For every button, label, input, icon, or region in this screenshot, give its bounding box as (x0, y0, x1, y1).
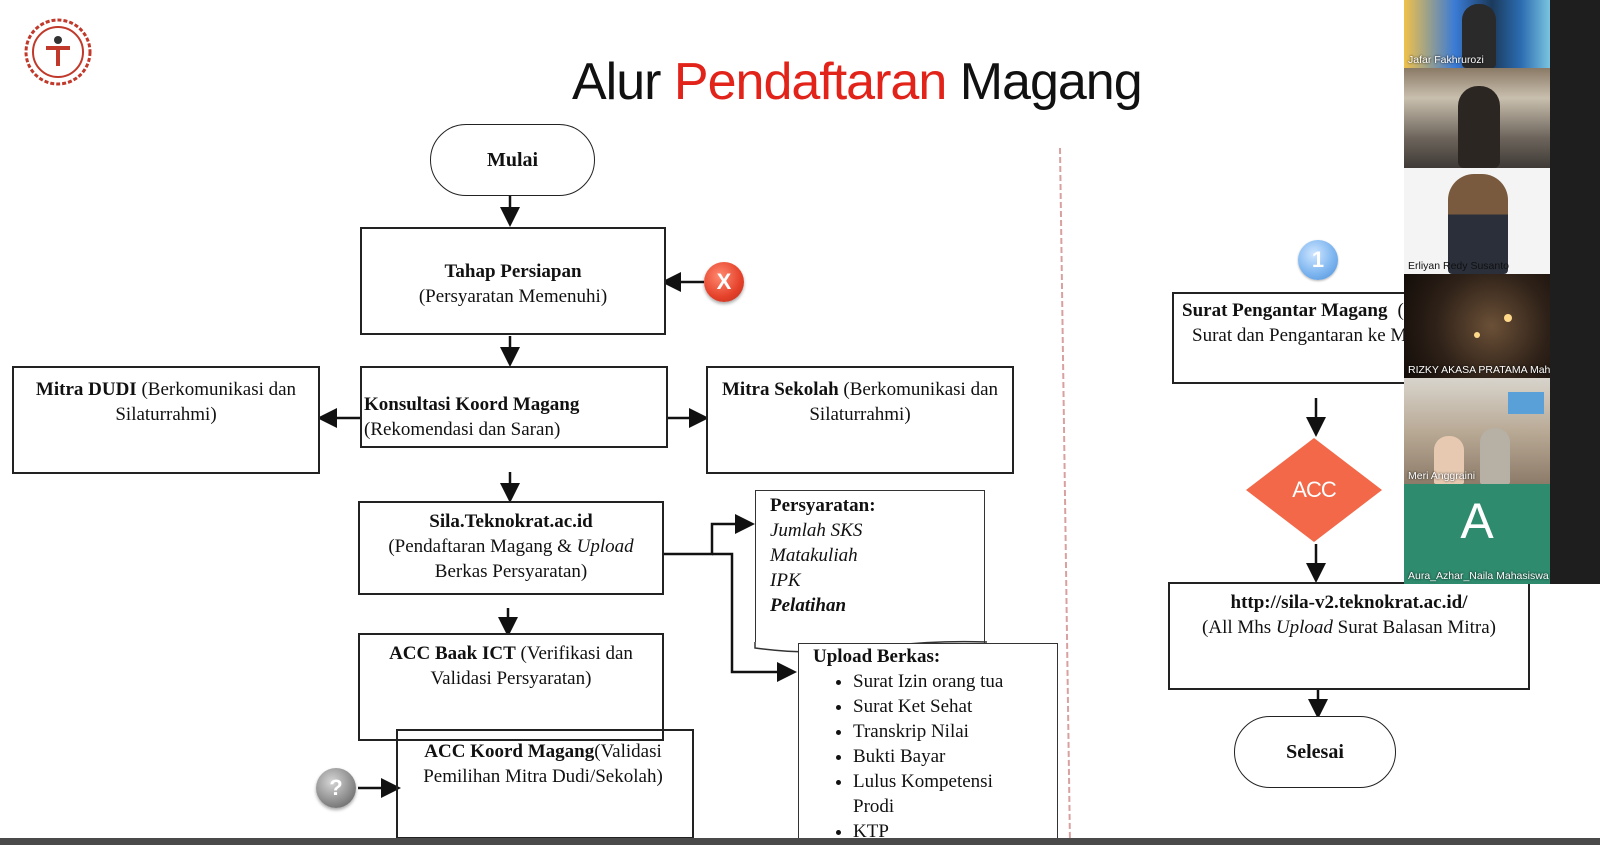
acc-koord-title: ACC Koord Magang (424, 741, 595, 762)
step-badge-label: 1 (1311, 247, 1325, 272)
participant-tile[interactable]: Meri Anggraini (1404, 378, 1550, 484)
question-badge-label: ? (329, 775, 343, 800)
upload-item: Lulus Kompetensi Prodi (853, 769, 1023, 819)
acc-koord-subtitle: (Validasi Pemilihan Mitra Dudi/Sekolah) (423, 741, 663, 787)
x-circle-icon: X (704, 262, 744, 302)
requirements-document: Persyaratan: Jumlah SKS Matakuliah IPK P… (755, 490, 985, 648)
slide-title: Alur Pendaftaran Magang (572, 53, 1143, 111)
upload-list: Surat Izin orang tua Surat Ket Sehat Tra… (813, 669, 1057, 844)
requirement-item: IPK (770, 570, 801, 591)
start-label: Mulai (486, 148, 539, 171)
requirement-item: Matakuliah (770, 545, 858, 566)
cover-letter-subtitle: Surat dan Pengantaran ke M (1192, 325, 1408, 346)
participant-tile[interactable]: Erliyan Redy Susanto (1404, 168, 1550, 274)
avatar: A (1460, 493, 1494, 549)
question-circle-icon: ? (316, 768, 356, 808)
consultation-title: Konsultasi Koord Magang (364, 394, 580, 415)
requirements-title: Persyaratan: (770, 495, 876, 516)
participant-name: Jafar Fakhrurozi (1408, 54, 1484, 66)
person-silhouette-icon (1434, 436, 1464, 484)
upload-documents: Upload Berkas: Surat Izin orang tua Sura… (798, 643, 1058, 845)
acc-decision-label: ACC (1292, 477, 1336, 502)
person-silhouette-icon (1448, 174, 1508, 274)
participant-tile[interactable]: A Aura_Azhar_Naila Mahasiswa (1404, 484, 1550, 584)
person-silhouette-icon (1480, 428, 1510, 484)
diamond-shape (1246, 438, 1382, 542)
mitra-sekolah-box: Mitra Sekolah (Berkomunikasi dan Silatur… (706, 366, 1014, 474)
participant-name: Aura_Azhar_Naila Mahasiswa (1408, 570, 1549, 582)
sila-v2-step: http://sila-v2.teknokrat.ac.id/ (All Mhs… (1168, 582, 1530, 690)
screen-display-icon (1508, 392, 1544, 414)
requirement-item: Pelatihan (770, 595, 847, 616)
sila-title: Sila.Teknokrat.ac.id (429, 511, 593, 532)
person-silhouette-icon (1458, 86, 1500, 168)
university-seal-icon (24, 18, 92, 86)
sila-registration-step: Sila.Teknokrat.ac.id (Pendaftaran Magang… (358, 501, 664, 595)
requirement-item: Jumlah SKS (770, 520, 863, 541)
participant-tile[interactable]: Jafar Fakhrurozi (1404, 0, 1550, 68)
participant-name: Meri Anggraini (1408, 470, 1476, 482)
acc-baak-subtitle: (Verifikasi dan Validasi Persyaratan) (430, 643, 633, 689)
participant-name: Erliyan Redy Susanto (1408, 260, 1509, 272)
upload-item: Surat Izin orang tua (853, 669, 1057, 694)
university-logo (24, 18, 92, 86)
requirements-list: Jumlah SKS Matakuliah IPK Pelatihan (770, 518, 984, 618)
preparation-step: Tahap Persiapan (Persyaratan Memenuhi) (360, 227, 666, 335)
mitra-sekolah-title: Mitra Sekolah (722, 379, 839, 400)
x-badge-label: X (716, 269, 732, 294)
bottom-bar (0, 838, 1600, 845)
participant-name: RIZKY AKASA PRATAMA Mahasiswa (1408, 364, 1550, 376)
person-silhouette-icon (1462, 4, 1496, 68)
mitra-sekolah-subtitle: (Berkomunikasi dan Silaturrahmi) (809, 379, 998, 425)
participant-tile[interactable]: RIZKY AKASA PRATAMA Mahasiswa (1404, 274, 1550, 378)
preparation-title: Tahap Persiapan (444, 261, 582, 282)
cover-letter-title-tail: ( (1397, 300, 1404, 321)
acc-koord-step: ACC Koord Magang(Validasi Pemilihan Mitr… (396, 729, 694, 839)
lamp-light-icon (1504, 314, 1512, 322)
acc-baak-title: ACC Baak ICT (389, 643, 516, 664)
start-node: Mulai (430, 124, 595, 196)
sila-v2-title: http://sila-v2.teknokrat.ac.id/ (1230, 592, 1468, 613)
consultation-subtitle: (Rekomendasi dan Saran) (364, 419, 561, 440)
participant-tile[interactable] (1404, 68, 1550, 168)
cover-letter-title: Surat Pengantar Magang (1182, 300, 1388, 321)
consultation-step: Konsultasi Koord Magang (Rekomendasi dan… (360, 366, 668, 448)
mitra-dudi-subtitle: (Berkomunikasi dan Silaturrahmi) (115, 379, 297, 425)
upload-item: KTP (853, 819, 1057, 844)
sila-subtitle: (Pendaftaran Magang & Upload Berkas Pers… (388, 536, 634, 582)
upload-item: Bukti Bayar (853, 744, 1057, 769)
sila-v2-subtitle: (All Mhs Upload Surat Balasan Mitra) (1202, 617, 1496, 638)
end-label: Selesai (1286, 740, 1344, 763)
upload-item: Transkrip Nilai (853, 719, 1057, 744)
preparation-subtitle: (Persyaratan Memenuhi) (418, 286, 608, 307)
number-one-circle-icon: 1 (1298, 240, 1338, 280)
mitra-dudi-title: Mitra DUDI (35, 379, 137, 400)
lamp-light-icon (1474, 332, 1480, 338)
upload-title: Upload Berkas: (813, 646, 941, 667)
end-node: Selesai (1234, 716, 1396, 788)
mitra-dudi-box: Mitra DUDI (Berkomunikasi dan Silaturrah… (12, 366, 320, 474)
acc-decision-diamond: ACC (1244, 436, 1384, 544)
upload-item: Surat Ket Sehat (853, 694, 1057, 719)
acc-baak-step: ACC Baak ICT (Verifikasi dan Validasi Pe… (358, 633, 664, 741)
